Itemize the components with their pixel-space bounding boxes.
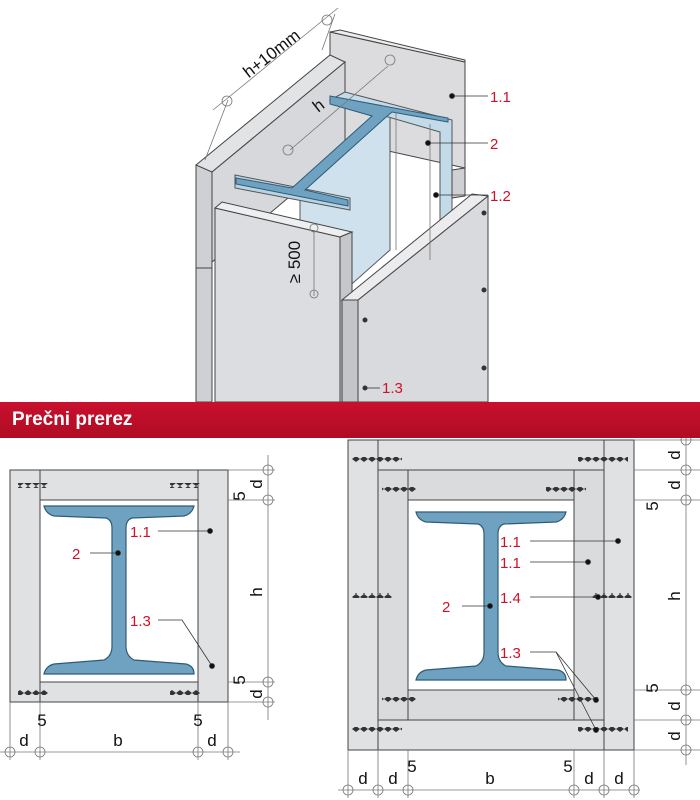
left-horizontal-dims <box>0 702 240 760</box>
iso-dimensions <box>204 7 431 299</box>
right-dim-5-bl: 5 <box>407 757 416 776</box>
left-ibeam <box>43 505 195 675</box>
dim-width-label: h+10mm <box>240 26 304 82</box>
iso-label-1-3: 1.3 <box>382 380 403 397</box>
right-label-2: 2 <box>442 599 450 616</box>
right-label-1-4: 1.4 <box>500 590 521 607</box>
left-dim-5-bot: 5 <box>230 675 249 684</box>
right-leaders <box>462 538 621 733</box>
right-screws <box>352 457 632 732</box>
iso-leaders <box>365 93 488 389</box>
back-board-top <box>329 29 466 63</box>
iso-label-2: 2 <box>490 136 498 153</box>
right-dim-h: h <box>665 591 684 600</box>
right-front-board-top <box>340 193 490 301</box>
right-dim-d-bl-1: d <box>358 769 367 788</box>
right-dim-5-top: 5 <box>643 501 662 510</box>
left-dim-d-bl: d <box>19 731 28 750</box>
right-dim-5-br: 5 <box>563 757 572 776</box>
left-dim-d-br: d <box>207 731 216 750</box>
left-screws <box>18 483 200 695</box>
right-dim-d-top-2: d <box>665 480 684 489</box>
left-label-1-3: 1.3 <box>130 613 151 630</box>
right-dim-d-top-1: d <box>665 450 684 459</box>
right-cross-section: 1.1 1.1 1.4 2 1.3 d d 5 h 5 d d <box>338 430 700 798</box>
left-cross-section: 1.1 2 1.3 d 5 h 5 d 5 d b <box>0 455 275 760</box>
right-dim-d-br-1: d <box>584 769 593 788</box>
section-title: Prečni prerez <box>12 409 133 430</box>
left-label-1-1: 1.1 <box>130 524 151 541</box>
right-back-strip <box>451 167 466 199</box>
right-dim-d-bl-2: d <box>388 769 397 788</box>
left-dim-b: b <box>113 731 122 750</box>
left-dim-h: h <box>247 587 266 596</box>
right-horizontal-dims <box>338 750 640 798</box>
iso-label-1-2: 1.2 <box>490 188 511 205</box>
right-ibeam <box>415 511 567 681</box>
front-left-board <box>214 207 341 403</box>
right-dim-d-bot-2: d <box>665 731 684 740</box>
left-dim-5-br: 5 <box>193 711 202 730</box>
left-board-face <box>195 154 213 403</box>
iso-label-1-1: 1.1 <box>490 89 511 106</box>
ibeam-top-profile <box>235 95 449 207</box>
right-label-1-3: 1.3 <box>500 645 521 662</box>
right-dim-d-bot-1: d <box>665 701 684 710</box>
left-dim-5-bl: 5 <box>37 711 46 730</box>
dim-min-label: ≥ 500 <box>285 241 304 283</box>
left-label-2: 2 <box>72 546 80 563</box>
left-leaders <box>90 528 215 669</box>
right-label-1-1-a: 1.1 <box>500 534 521 551</box>
right-dim-5-bot: 5 <box>643 683 662 692</box>
left-dim-d-bot: d <box>247 689 266 698</box>
right-vertical-dims <box>634 430 700 765</box>
right-dim-d-br-2: d <box>614 769 623 788</box>
right-label-1-1-b: 1.1 <box>500 555 521 572</box>
section-header-band: Prečni prerez <box>0 402 700 438</box>
left-vertical-dims <box>228 455 275 720</box>
left-dim-5-top: 5 <box>230 491 249 500</box>
right-front-board-edge <box>341 299 359 403</box>
right-dim-b: b <box>485 769 494 788</box>
left-dim-d-top: d <box>247 479 266 488</box>
isometric-view: h+10mm h ≥ 500 1.1 2 1.2 1.3 <box>195 7 511 403</box>
